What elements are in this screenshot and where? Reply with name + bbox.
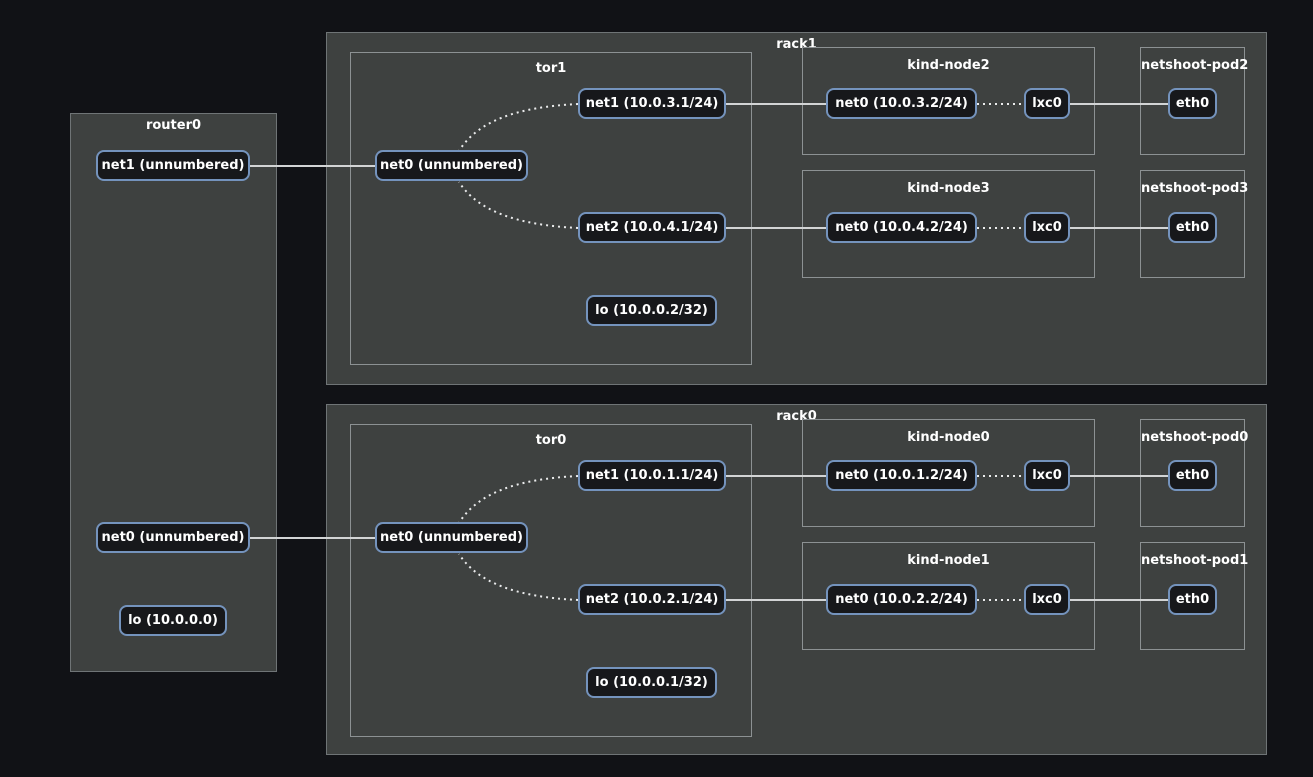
interface-kind-node1-net0[interactable]: net0 (10.0.2.2/24) (826, 584, 977, 615)
interface-tor0-net0[interactable]: net0 (unnumbered) (375, 522, 528, 553)
interface-kind-node1-lxc0[interactable]: lxc0 (1024, 584, 1070, 615)
interface-kind-node2-net0[interactable]: net0 (10.0.3.2/24) (826, 88, 977, 119)
node-title: netshoot-pod0 (1141, 430, 1249, 445)
node-title: kind-node1 (907, 553, 990, 568)
interface-kind-node0-lxc0[interactable]: lxc0 (1024, 460, 1070, 491)
node-title: netshoot-pod1 (1141, 553, 1249, 568)
interface-netshoot-pod3-eth0[interactable]: eth0 (1168, 212, 1217, 243)
interface-netshoot-pod1-eth0[interactable]: eth0 (1168, 584, 1217, 615)
interface-tor0-lo[interactable]: lo (10.0.0.1/32) (586, 667, 717, 698)
interface-kind-node3-net0[interactable]: net0 (10.0.4.2/24) (826, 212, 977, 243)
node-title: netshoot-pod2 (1141, 58, 1249, 73)
node-router0[interactable]: router0 (70, 113, 277, 672)
node-title: kind-node3 (907, 181, 990, 196)
node-title: router0 (145, 118, 202, 133)
interface-kind-node0-net0[interactable]: net0 (10.0.1.2/24) (826, 460, 977, 491)
node-title: tor0 (535, 433, 567, 448)
interface-netshoot-pod0-eth0[interactable]: eth0 (1168, 460, 1217, 491)
node-title: netshoot-pod3 (1141, 181, 1249, 196)
interface-router0-lo[interactable]: lo (10.0.0.0) (119, 605, 227, 636)
interface-tor0-net1[interactable]: net1 (10.0.1.1/24) (578, 460, 726, 491)
interface-kind-node2-lxc0[interactable]: lxc0 (1024, 88, 1070, 119)
interface-kind-node3-lxc0[interactable]: lxc0 (1024, 212, 1070, 243)
interface-netshoot-pod2-eth0[interactable]: eth0 (1168, 88, 1217, 119)
interface-tor1-lo[interactable]: lo (10.0.0.2/32) (586, 295, 717, 326)
interface-tor0-net2[interactable]: net2 (10.0.2.1/24) (578, 584, 726, 615)
node-title: kind-node2 (907, 58, 990, 73)
interface-router0-net1[interactable]: net1 (unnumbered) (96, 150, 250, 181)
group-title: rack0 (776, 409, 817, 424)
interface-tor1-net0[interactable]: net0 (unnumbered) (375, 150, 528, 181)
node-netshoot-pod1[interactable]: netshoot-pod1 (1140, 542, 1249, 650)
group-title: rack1 (776, 37, 817, 52)
node-title: kind-node0 (907, 430, 990, 445)
interface-tor1-net1[interactable]: net1 (10.0.3.1/24) (578, 88, 726, 119)
interface-router0-net0[interactable]: net0 (unnumbered) (96, 522, 250, 553)
node-title: tor1 (535, 61, 567, 76)
interface-tor1-net2[interactable]: net2 (10.0.4.1/24) (578, 212, 726, 243)
